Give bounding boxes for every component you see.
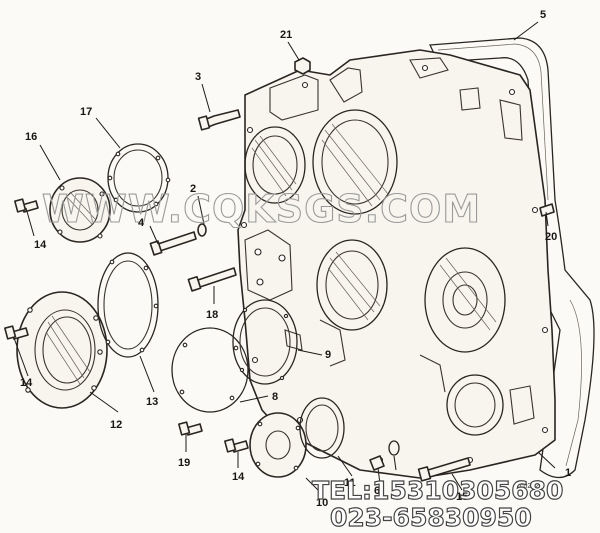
callout-21: 21 <box>280 29 292 41</box>
small-gasket <box>107 143 171 213</box>
small-cover-plate <box>49 177 111 243</box>
callout-11: 11 <box>344 477 356 489</box>
callout-14-left: 14 <box>20 377 33 389</box>
callout-13: 13 <box>146 396 158 408</box>
callout-14-lower: 14 <box>232 471 245 483</box>
callout-1: 1 <box>565 467 571 479</box>
leader-lines <box>13 21 556 495</box>
callout-5: 5 <box>540 9 546 21</box>
seal-carrier <box>16 291 108 409</box>
callout-3: 3 <box>195 71 201 83</box>
callout-19: 19 <box>178 457 190 469</box>
callout-17: 17 <box>80 106 92 118</box>
callout-4: 4 <box>138 217 145 229</box>
callout-20: 20 <box>545 231 557 243</box>
tel-watermark: TEL:15310305680 <box>312 476 563 505</box>
callout-15: 15 <box>456 491 468 503</box>
callout-14-upper: 14 <box>34 239 47 251</box>
small-access-cover <box>249 412 307 478</box>
gear-cover-housing <box>237 49 556 479</box>
seal-carrier-gasket <box>97 252 159 358</box>
cover-plate <box>171 327 249 413</box>
callout-6: 6 <box>374 485 380 497</box>
cover-plate-gasket <box>232 299 298 385</box>
small-access-gasket <box>299 397 345 459</box>
callout-18: 18 <box>206 309 218 321</box>
callout-2: 2 <box>190 183 196 195</box>
callout-labels: 5 21 3 17 16 2 4 14 20 18 9 14 8 13 12 1… <box>20 9 571 509</box>
callout-10: 10 <box>316 497 328 509</box>
callout-16: 16 <box>25 131 37 143</box>
phone-watermark: 023-65830950 <box>330 503 532 532</box>
fasteners <box>4 57 555 482</box>
callout-9: 9 <box>325 349 331 361</box>
callout-8: 8 <box>272 391 278 403</box>
site-watermark: WWW.CQKSGS.COM <box>42 187 481 231</box>
callout-12: 12 <box>110 419 122 431</box>
drawing-code: c0202 <box>520 483 539 490</box>
